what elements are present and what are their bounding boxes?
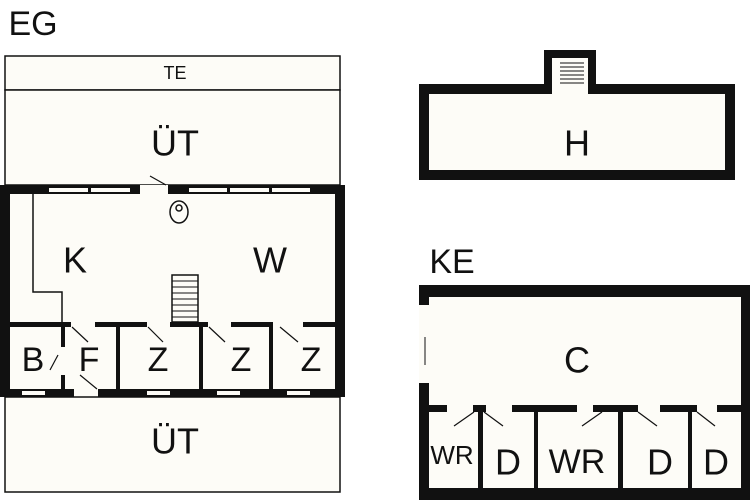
room-c-label: C — [564, 340, 590, 381]
room-ut-top-label: ÜT — [151, 123, 199, 164]
stairs-icon — [171, 274, 199, 323]
room-wr1-label: WR — [430, 440, 473, 470]
room-d3-label: D — [703, 442, 729, 483]
attic-building: H — [419, 50, 735, 180]
room-f-label: F — [79, 341, 100, 379]
eg-floor-title: EG — [8, 5, 57, 43]
room-z2-label: Z — [231, 341, 252, 379]
room-z3-label: Z — [301, 341, 322, 379]
terrace: TE — [4, 55, 341, 91]
ke-building: C WR D WR D D — [419, 285, 750, 500]
ke-floor-title: KE — [429, 243, 474, 281]
eg-building: K W B F Z Z Z — [0, 175, 345, 397]
door-swings — [453, 411, 716, 427]
room-z1-label: Z — [148, 341, 169, 379]
round-fixture-icon — [169, 200, 189, 224]
door-swings — [49, 175, 299, 390]
outdoor-area-bottom: ÜT — [4, 396, 341, 493]
room-h-label: H — [564, 123, 590, 164]
room-d2-label: D — [647, 442, 673, 483]
room-te-label: TE — [163, 63, 186, 83]
outdoor-area-top: ÜT — [4, 89, 341, 186]
room-k-label: K — [63, 240, 87, 281]
kitchen-counter — [32, 194, 63, 322]
room-w-label: W — [253, 240, 287, 281]
room-wr2-label: WR — [549, 443, 606, 481]
room-d1-label: D — [495, 442, 521, 483]
windows — [22, 188, 310, 395]
room-b-label: B — [22, 341, 45, 379]
room-ut-bottom-label: ÜT — [151, 421, 199, 462]
